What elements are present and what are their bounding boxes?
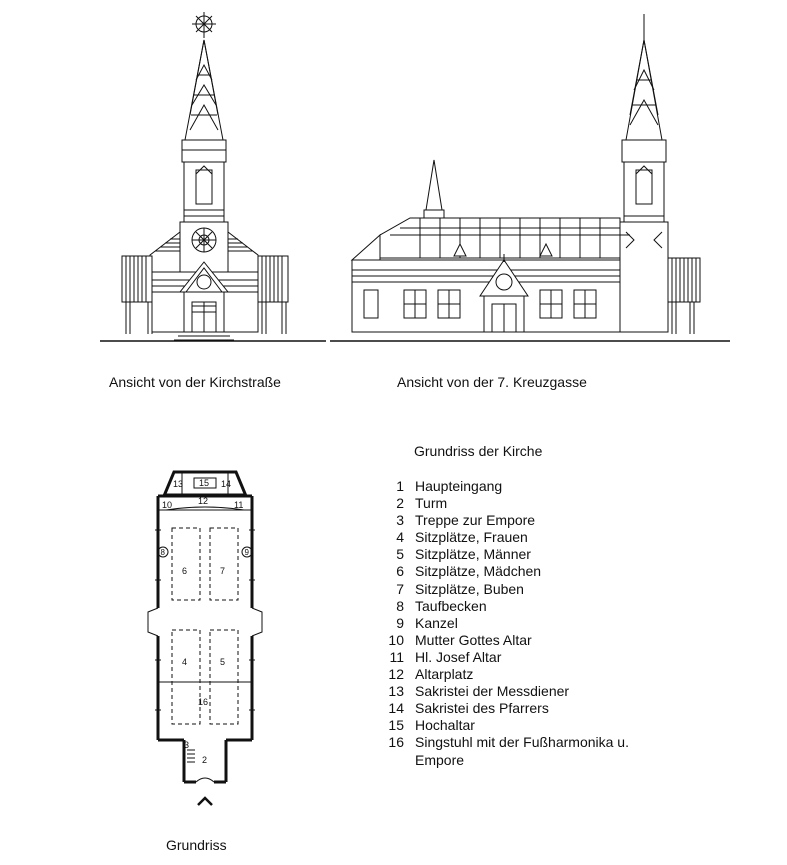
plan-label-2: 2 (202, 755, 207, 765)
legend-item: 6 Sitzplätze, Mädchen (384, 563, 629, 580)
legend-item-label: Taufbecken (415, 597, 487, 614)
front-view-caption: Ansicht von der Kirchstraße (109, 374, 281, 390)
legend-item-label: Kanzel (415, 614, 458, 631)
legend-item-number: 11 (389, 648, 404, 665)
legend-item: 15 Hochaltar (384, 717, 629, 734)
side-elevation-drawing (330, 14, 730, 342)
legend-item: 2 Turm (384, 495, 629, 512)
legend-item: 10 Mutter Gottes Altar (384, 632, 629, 649)
legend-item: 11 Hl. Josef Altar (384, 649, 629, 666)
legend-item: 12 Altarplatz (384, 666, 629, 683)
legend-item-number: 15 (388, 717, 404, 734)
legend-item-label: Hl. Josef Altar (415, 648, 502, 665)
legend-item-label: Mutter Gottes Altar (415, 631, 532, 648)
legend-item: 16 Singstuhl mit der Fußharmonika u. (384, 734, 629, 751)
plan-label-15: 15 (199, 478, 209, 488)
legend-item-number: 16 (388, 734, 404, 751)
legend-item-continuation: Empore (415, 751, 465, 768)
plan-label-13: 13 (173, 479, 183, 489)
legend-item: 9 Kanzel (384, 615, 629, 632)
legend-item-number: 3 (396, 512, 404, 529)
legend-item: 5 Sitzplätze, Männer (384, 546, 629, 563)
plan-label-5: 5 (220, 657, 225, 667)
plan-label-9: 9 (245, 548, 250, 557)
legend-item: 13 Sakristei der Messdiener (384, 683, 629, 700)
legend-item-number: 7 (396, 580, 404, 597)
floor-plan-caption: Grundriss (166, 837, 227, 853)
plan-label-16: 16 (198, 697, 208, 707)
legend-item-label: Sitzplätze, Buben (415, 580, 524, 597)
legend-item-number: 6 (396, 563, 404, 580)
front-elevation-drawing (100, 12, 326, 342)
plan-label-10: 10 (162, 500, 172, 510)
side-view-caption: Ansicht von der 7. Kreuzgasse (397, 374, 587, 390)
legend-item: 3 Treppe zur Empore (384, 512, 629, 529)
legend-item-label: Hochaltar (415, 717, 475, 734)
plan-label-8: 8 (161, 548, 166, 557)
plan-label-12: 12 (198, 496, 208, 506)
plan-label-14: 14 (221, 479, 231, 489)
legend-item: 1 Haupteingang (384, 478, 629, 495)
legend-item-number: 2 (396, 495, 404, 512)
legend-item-number: 13 (388, 683, 404, 700)
finial-cross-icon (192, 12, 216, 38)
legend-item-number: 5 (396, 546, 404, 563)
legend-item: 4 Sitzplätze, Frauen (384, 529, 629, 546)
legend-item-label: Sitzplätze, Frauen (415, 529, 528, 546)
legend-item-number: 1 (396, 478, 404, 494)
floor-plan-drawing: 13 15 14 12 10 11 8 9 6 7 4 5 16 3 2 (147, 470, 263, 806)
plan-label-11: 11 (234, 500, 243, 510)
legend-item-number: 8 (396, 597, 404, 614)
legend-item-label: Sakristei des Pfarrers (415, 700, 549, 717)
legend-title: Grundriss der Kirche (414, 443, 543, 459)
plan-label-4: 4 (182, 657, 187, 667)
legend-item: 8 Taufbecken (384, 598, 629, 615)
legend-item: 7 Sitzplätze, Buben (384, 581, 629, 598)
legend-item-number: 4 (396, 529, 404, 546)
legend-item-number: 9 (396, 614, 404, 631)
legend-item-label: Altarplatz (415, 666, 474, 683)
legend-item-number: 10 (388, 631, 404, 648)
legend-item-label: Haupteingang (415, 478, 503, 494)
legend-item-label: Treppe zur Empore (415, 512, 536, 529)
legend-item-label: Sitzplätze, Männer (415, 546, 531, 563)
legend-item: 14 Sakristei des Pfarrers (384, 700, 629, 717)
plan-label-3: 3 (184, 740, 189, 750)
legend-item-label: Sakristei der Messdiener (415, 683, 570, 700)
plan-label-7: 7 (220, 566, 225, 576)
legend-item-label: Singstuhl mit der Fußharmonika u. (415, 734, 629, 751)
legend-item-label: Sitzplätze, Mädchen (415, 563, 542, 580)
plan-label-6: 6 (182, 566, 187, 576)
legend-item-number: 12 (388, 666, 404, 683)
legend-item-label: Turm (415, 495, 448, 512)
legend-item-number: 14 (388, 700, 404, 717)
